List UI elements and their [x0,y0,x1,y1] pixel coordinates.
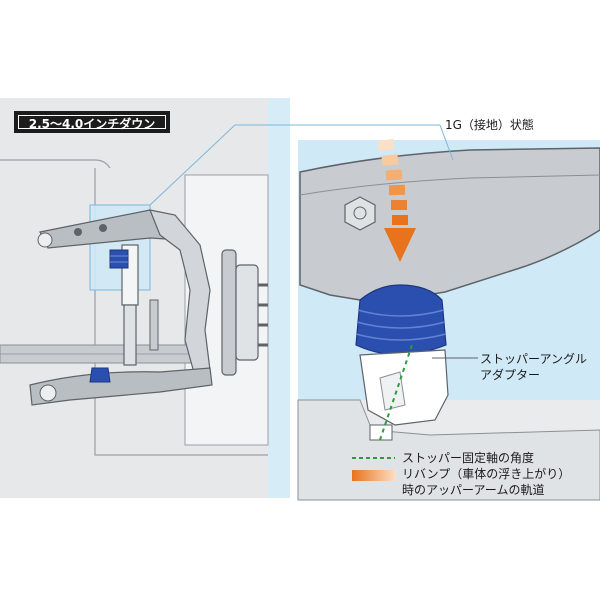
zoom-panel [298,125,600,500]
header-badge-text: 2.5～4.0インチダウン [16,115,168,132]
stopper-adapter-label-line2: アダプター [480,368,540,383]
stopper-adapter-label-line1: ストッパーアングル [480,352,587,367]
legend-trajectory-label-line1: リバンプ（車体の浮き上がり） [402,467,570,482]
header-badge: 2.5～4.0インチダウン [14,111,170,133]
gradient-swatch-icon [352,470,396,481]
state-1g-label: 1G（接地）状態 [445,118,534,133]
legend-axis-label: ストッパー固定軸の角度 [402,451,534,466]
legend-trajectory-label-line2: 時のアッパーアームの軌道 [402,483,544,498]
